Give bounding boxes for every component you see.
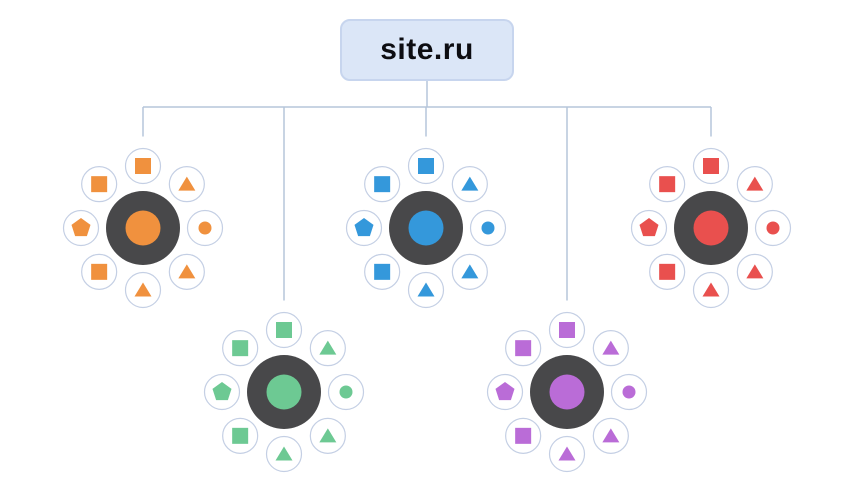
pentagon-icon (495, 382, 515, 401)
satellite-node (327, 373, 365, 411)
square-icon (659, 176, 676, 193)
triangle-icon (134, 282, 152, 297)
satellite-node (124, 271, 162, 309)
circle-icon (339, 385, 353, 399)
triangle-icon (746, 176, 764, 191)
triangle-icon (746, 264, 764, 279)
blue-cluster-node (341, 143, 511, 318)
hub-core-circle (549, 374, 585, 410)
triangle-icon (178, 264, 196, 279)
square-icon (659, 263, 676, 280)
blue-cluster-graphic (345, 147, 507, 309)
triangle-icon (319, 340, 337, 355)
hub-core-circle (125, 210, 161, 246)
red-cluster-graphic (630, 147, 792, 309)
satellite-node (692, 147, 730, 185)
satellite-node (592, 330, 629, 367)
green-cluster-graphic (203, 311, 365, 473)
satellite-node (630, 209, 668, 247)
triangle-icon (319, 428, 337, 443)
satellite-node (81, 166, 118, 203)
triangle-icon (702, 282, 720, 297)
green-cluster-node (199, 307, 369, 482)
hub-core-circle (408, 210, 444, 246)
satellite-node (124, 147, 162, 185)
satellite-node (754, 209, 792, 247)
satellite-node (345, 209, 383, 247)
square-icon (374, 176, 391, 193)
pentagon-icon (212, 382, 232, 401)
satellite-node (265, 311, 303, 349)
hub-core-circle (266, 374, 302, 410)
square-icon (703, 158, 719, 174)
pentagon-icon (639, 218, 659, 237)
purple-cluster-graphic (486, 311, 648, 473)
square-icon (374, 263, 391, 280)
circle-icon (481, 221, 495, 235)
square-icon (91, 263, 108, 280)
satellite-node (222, 417, 259, 454)
triangle-icon (602, 340, 620, 355)
square-icon (515, 427, 532, 444)
square-icon (232, 427, 249, 444)
red-cluster-node (626, 143, 796, 318)
triangle-icon (178, 176, 196, 191)
satellite-node (186, 209, 224, 247)
satellite-node (451, 166, 488, 203)
square-icon (135, 158, 151, 174)
satellite-node (592, 417, 629, 454)
satellite-node (222, 330, 259, 367)
triangle-icon (558, 446, 576, 461)
square-icon (232, 340, 249, 357)
satellite-node (736, 166, 773, 203)
circle-icon (198, 221, 212, 235)
satellite-node (548, 311, 586, 349)
satellite-node (407, 271, 445, 309)
satellite-node (203, 373, 241, 411)
satellite-node (309, 330, 346, 367)
triangle-icon (461, 176, 479, 191)
satellite-node (548, 435, 586, 473)
circle-icon (622, 385, 636, 399)
satellite-node (505, 330, 542, 367)
circle-icon (766, 221, 780, 235)
square-icon (276, 322, 292, 338)
satellite-node (505, 417, 542, 454)
square-icon (515, 340, 532, 357)
satellite-node (649, 253, 686, 290)
satellite-node (469, 209, 507, 247)
satellite-node (364, 166, 401, 203)
pentagon-icon (354, 218, 374, 237)
root-node-label: site.ru (380, 33, 474, 66)
triangle-icon (602, 428, 620, 443)
satellite-node (81, 253, 118, 290)
square-icon (418, 158, 434, 174)
satellite-node (364, 253, 401, 290)
satellite-node (168, 253, 205, 290)
triangle-icon (275, 446, 293, 461)
orange-cluster-graphic (62, 147, 224, 309)
satellite-node (736, 253, 773, 290)
triangle-icon (417, 282, 435, 297)
pentagon-icon (71, 218, 91, 237)
satellite-node (265, 435, 303, 473)
satellite-node (168, 166, 205, 203)
square-icon (91, 176, 108, 193)
satellite-node (62, 209, 100, 247)
square-icon (559, 322, 575, 338)
satellite-node (649, 166, 686, 203)
satellite-node (486, 373, 524, 411)
hub-core-circle (693, 210, 729, 246)
satellite-node (309, 417, 346, 454)
satellite-node (407, 147, 445, 185)
triangle-icon (461, 264, 479, 279)
satellite-node (692, 271, 730, 309)
orange-cluster-node (58, 143, 228, 318)
purple-cluster-node (482, 307, 652, 482)
root-node-site: site.ru (340, 19, 514, 81)
satellite-node (451, 253, 488, 290)
satellite-node (610, 373, 648, 411)
